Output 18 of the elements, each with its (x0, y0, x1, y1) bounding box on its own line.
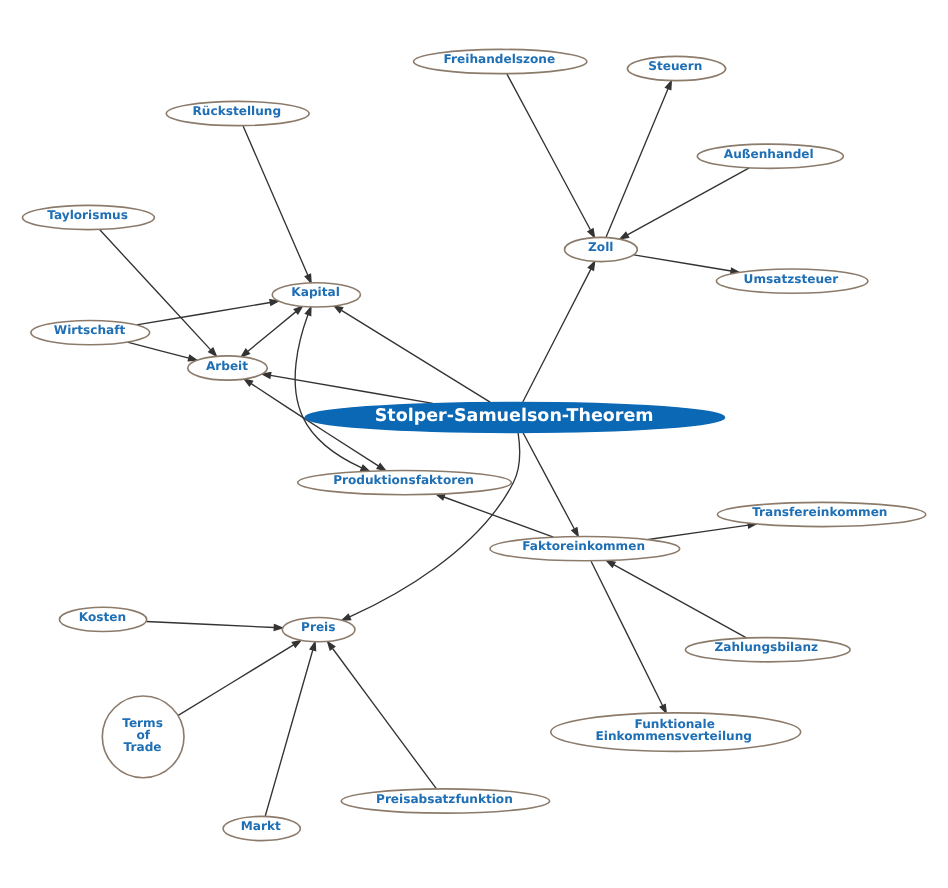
arrow (506, 72, 596, 239)
arrow (239, 304, 304, 357)
arrow (332, 303, 491, 402)
arrow (618, 166, 750, 239)
arrow (99, 228, 218, 357)
arrow (340, 431, 521, 621)
arrow (605, 78, 673, 237)
arrow (126, 340, 199, 361)
node-ellipse: Stolper-Samuelson-Theorem (304, 400, 726, 433)
arrow (264, 639, 317, 816)
arrow (135, 297, 281, 325)
arrow (326, 639, 437, 789)
arrow (145, 619, 285, 631)
arrow (242, 124, 312, 284)
arrow (604, 558, 748, 638)
arrow (522, 431, 580, 538)
arrow (177, 638, 303, 716)
arrow (522, 258, 596, 402)
